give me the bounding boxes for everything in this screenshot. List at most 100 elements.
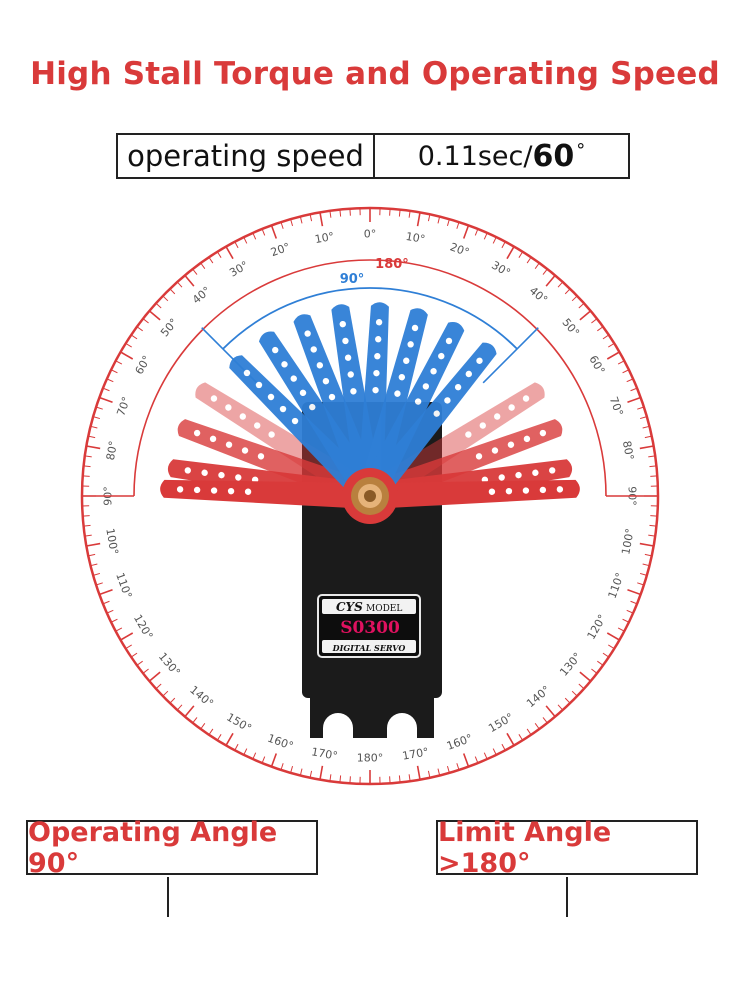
dial-tick	[534, 262, 540, 269]
dial-tick	[243, 236, 248, 244]
dial-tick	[299, 216, 303, 224]
dial-degree-label: 40°	[190, 284, 213, 306]
dial-tick	[148, 310, 161, 321]
dial-tick	[506, 246, 515, 260]
dial-tick	[408, 210, 411, 218]
dial-tick	[416, 212, 421, 227]
dial-tick	[208, 728, 214, 736]
servo-model-word: MODEL	[366, 604, 402, 614]
dial-tick	[591, 668, 598, 674]
dial-degree-label: 20°	[448, 240, 471, 259]
dial-tick	[290, 219, 294, 227]
dial-tick	[125, 342, 132, 348]
dial-tick	[142, 668, 149, 674]
dial-tick	[110, 618, 118, 623]
dial-tick	[234, 743, 239, 751]
dial-tick	[427, 214, 431, 222]
dial-tick	[578, 302, 585, 309]
dial-tick	[99, 396, 113, 404]
dial-tick	[474, 228, 479, 236]
dial-degree-label: 10°	[405, 230, 426, 246]
dial-tick	[261, 228, 266, 236]
dial-degree-label: 20°	[269, 240, 292, 259]
protractor-ring	[80, 206, 660, 786]
dial-tick	[95, 406, 103, 410]
dial-tick	[84, 534, 92, 537]
dial-tick	[506, 732, 515, 746]
dial-tick	[501, 743, 506, 751]
dial-tick	[106, 609, 114, 614]
dial-tick	[86, 542, 101, 547]
dial-tick	[416, 765, 421, 780]
dial-tick	[309, 770, 313, 778]
servo-arm	[369, 479, 580, 509]
dial-tick	[319, 212, 324, 227]
arc-90-label: 90°	[340, 272, 365, 287]
dial-degree-label: 70°	[607, 395, 626, 418]
dial-tick	[608, 644, 615, 650]
operating-angle-stem	[167, 877, 169, 917]
dial-tick	[617, 360, 625, 365]
dial-tick	[627, 396, 641, 404]
dial-tick	[261, 756, 266, 764]
dial-tick	[545, 274, 556, 287]
dial-degree-label: 120°	[585, 612, 610, 641]
dial-tick	[83, 465, 91, 468]
spec-value-prefix: 0.11sec/	[417, 140, 533, 172]
spec-value: 0.11sec/60°	[375, 135, 628, 177]
dial-tick	[184, 705, 195, 718]
dial-tick	[639, 542, 654, 547]
dial-tick	[176, 704, 183, 711]
dial-tick	[602, 334, 610, 340]
dial-tick	[648, 455, 656, 458]
dial-tick	[644, 435, 652, 439]
dial-tick	[637, 582, 645, 586]
dial-degree-label: 100°	[103, 527, 120, 555]
dial-tick	[606, 632, 620, 641]
dial-tick	[639, 572, 647, 576]
dial-tick	[483, 752, 488, 760]
dial-tick	[200, 723, 206, 730]
dial-tick	[252, 232, 257, 240]
dial-tick	[90, 563, 98, 567]
dial-tick	[456, 763, 460, 771]
dial-tick	[534, 723, 540, 730]
dial-tick	[526, 728, 532, 736]
dial-tick	[526, 256, 532, 264]
dial-degree-label: 40°	[527, 284, 550, 306]
dial-tick	[462, 753, 470, 767]
limit-angle-stem	[566, 877, 568, 917]
dial-tick	[148, 671, 161, 682]
dial-tick	[542, 717, 548, 724]
dial-tick	[90, 425, 98, 429]
dial-tick	[571, 295, 578, 302]
dial-tick	[557, 704, 564, 711]
dial-degree-label: 50°	[559, 316, 581, 339]
dial-tick	[398, 775, 401, 783]
dial-tick	[627, 588, 641, 596]
dial-tick	[427, 770, 431, 778]
dial-tick	[622, 618, 630, 623]
dial-degree-label: 150°	[486, 711, 515, 736]
dial-tick	[319, 765, 324, 780]
servo-arm	[160, 479, 371, 509]
dial-tick	[474, 756, 479, 764]
dial-tick	[492, 236, 497, 244]
dial-degree-label: 150°	[224, 711, 253, 736]
dial-tick	[162, 690, 169, 697]
dial-tick	[557, 281, 564, 288]
dial-tick	[216, 734, 222, 741]
dial-degree-label: 30°	[489, 259, 512, 280]
dial-tick	[408, 774, 411, 782]
dial-tick	[542, 268, 548, 275]
dial-tick	[642, 563, 650, 567]
dial-tick	[99, 588, 113, 596]
servo-label: CYS MODEL S0300 DIGITAL SERVO	[317, 594, 421, 658]
dial-tick	[649, 524, 657, 527]
dial-tick	[437, 768, 441, 776]
servo-arms	[160, 302, 580, 509]
dial-tick	[545, 705, 556, 718]
dial-tick	[93, 572, 101, 576]
arc-180-label: 180°	[375, 257, 409, 272]
dial-degree-label: 70°	[114, 395, 133, 418]
